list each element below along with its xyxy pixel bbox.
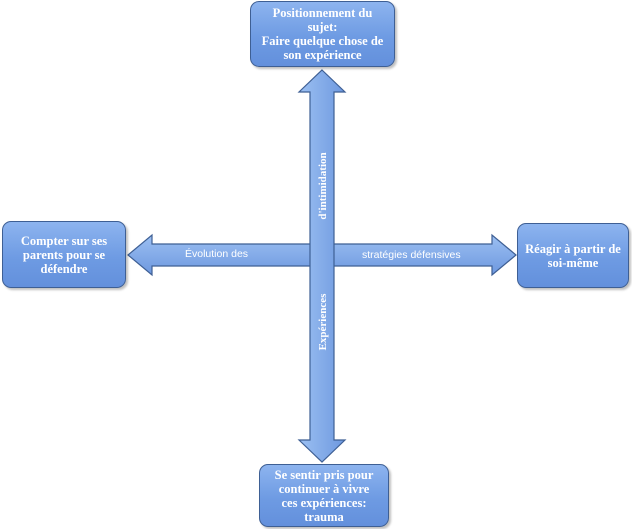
- node-bottom-trauma: Se sentir pris pour continuer à vivre ce…: [259, 464, 389, 527]
- vertical-axis-label-top: d'intimidation: [317, 152, 329, 220]
- node-top-positionnement: Positionnement du sujet: Faire quelque c…: [250, 1, 395, 67]
- node-bottom-text: Se sentir pris pour continuer à vivre ce…: [274, 467, 374, 524]
- horizontal-axis-label-right: stratégies défensives: [362, 249, 461, 261]
- vertical-double-arrow: [297, 69, 347, 463]
- node-right-reagir: Réagir à partir de soi-même: [517, 223, 629, 288]
- vertical-axis-label-bottom: Expériences: [317, 293, 329, 351]
- node-left-text: Compter sur ses parents pour se défendre: [20, 233, 108, 276]
- horizontal-axis-label-left: Évolution des: [185, 248, 249, 260]
- node-right-text: Réagir à partir de soi-même: [525, 241, 621, 270]
- node-left-compter-sur-parents: Compter sur ses parents pour se défendre: [2, 221, 126, 288]
- node-top-text: Positionnement du sujet: Faire quelque c…: [261, 6, 384, 62]
